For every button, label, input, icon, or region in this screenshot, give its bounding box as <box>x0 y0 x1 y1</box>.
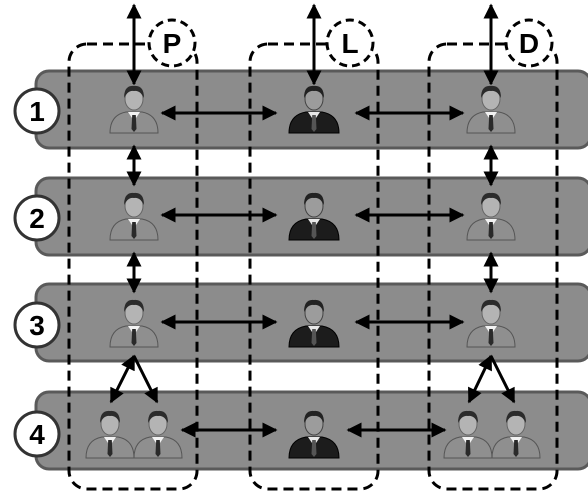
row-label-1: 1 <box>29 96 45 127</box>
row-label-2: 2 <box>29 203 45 234</box>
row-label-3: 3 <box>29 310 45 341</box>
column-group-l <box>248 42 380 491</box>
column-label-d: D <box>519 28 539 59</box>
arrows <box>109 3 516 438</box>
column-label-l: L <box>341 28 358 59</box>
column-badge-d: D <box>504 18 554 68</box>
double-arrow-icon <box>467 354 493 404</box>
column-badge-l: L <box>325 18 375 68</box>
column-group-p <box>67 42 199 491</box>
double-arrow-icon <box>109 354 136 404</box>
column-label-p: P <box>163 28 182 59</box>
row-badge-4: 4 <box>13 410 61 458</box>
row-badge-1: 1 <box>13 87 61 135</box>
double-arrow-icon <box>132 355 159 404</box>
row-label-4: 4 <box>29 419 45 450</box>
row-badge-3: 3 <box>13 301 61 349</box>
double-arrow-icon <box>489 355 516 404</box>
column-group-d <box>427 42 559 491</box>
row-badge-2: 2 <box>13 194 61 242</box>
column-badge-p: P <box>147 18 197 68</box>
